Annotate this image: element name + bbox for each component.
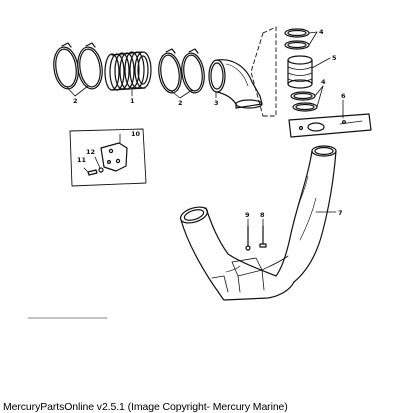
callout-2-left: 2 [73, 97, 78, 105]
callout-labels: 2 1 2 3 4 5 4 6 10 12 11 9 8 7 [73, 28, 346, 219]
exhaust-elbow [208, 59, 263, 109]
callout-7: 7 [338, 209, 343, 217]
clamp-right-pair [158, 48, 205, 94]
sleeve [287, 55, 313, 89]
callout-3: 3 [214, 99, 219, 107]
bellows-hose [104, 51, 152, 91]
leader-lines [65, 31, 344, 227]
callout-12: 12 [86, 148, 95, 156]
callout-4-upper: 4 [319, 28, 324, 36]
callout-11: 11 [77, 156, 87, 164]
callout-9: 9 [245, 211, 250, 219]
bolt-and-stud [245, 225, 267, 251]
seal-rings-lower [290, 91, 318, 112]
clamp-left-pair [53, 42, 103, 90]
seal-rings-upper [284, 28, 310, 50]
gasket-plate [288, 113, 372, 138]
callout-1: 1 [130, 97, 135, 105]
seal-stack-dashed-box [250, 26, 277, 117]
callout-2-right: 2 [178, 99, 183, 107]
copyright-footer: MercuryPartsOnline v2.5.1 (Image Copyrig… [3, 401, 288, 413]
bracket-plate [69, 128, 147, 187]
callout-6: 6 [341, 92, 346, 100]
callout-8: 8 [260, 211, 265, 219]
screw-and-washer [87, 167, 104, 176]
exhaust-pipe [179, 145, 337, 301]
callout-5: 5 [332, 54, 337, 62]
callout-10: 10 [131, 130, 141, 138]
callout-4-lower: 4 [321, 78, 326, 86]
